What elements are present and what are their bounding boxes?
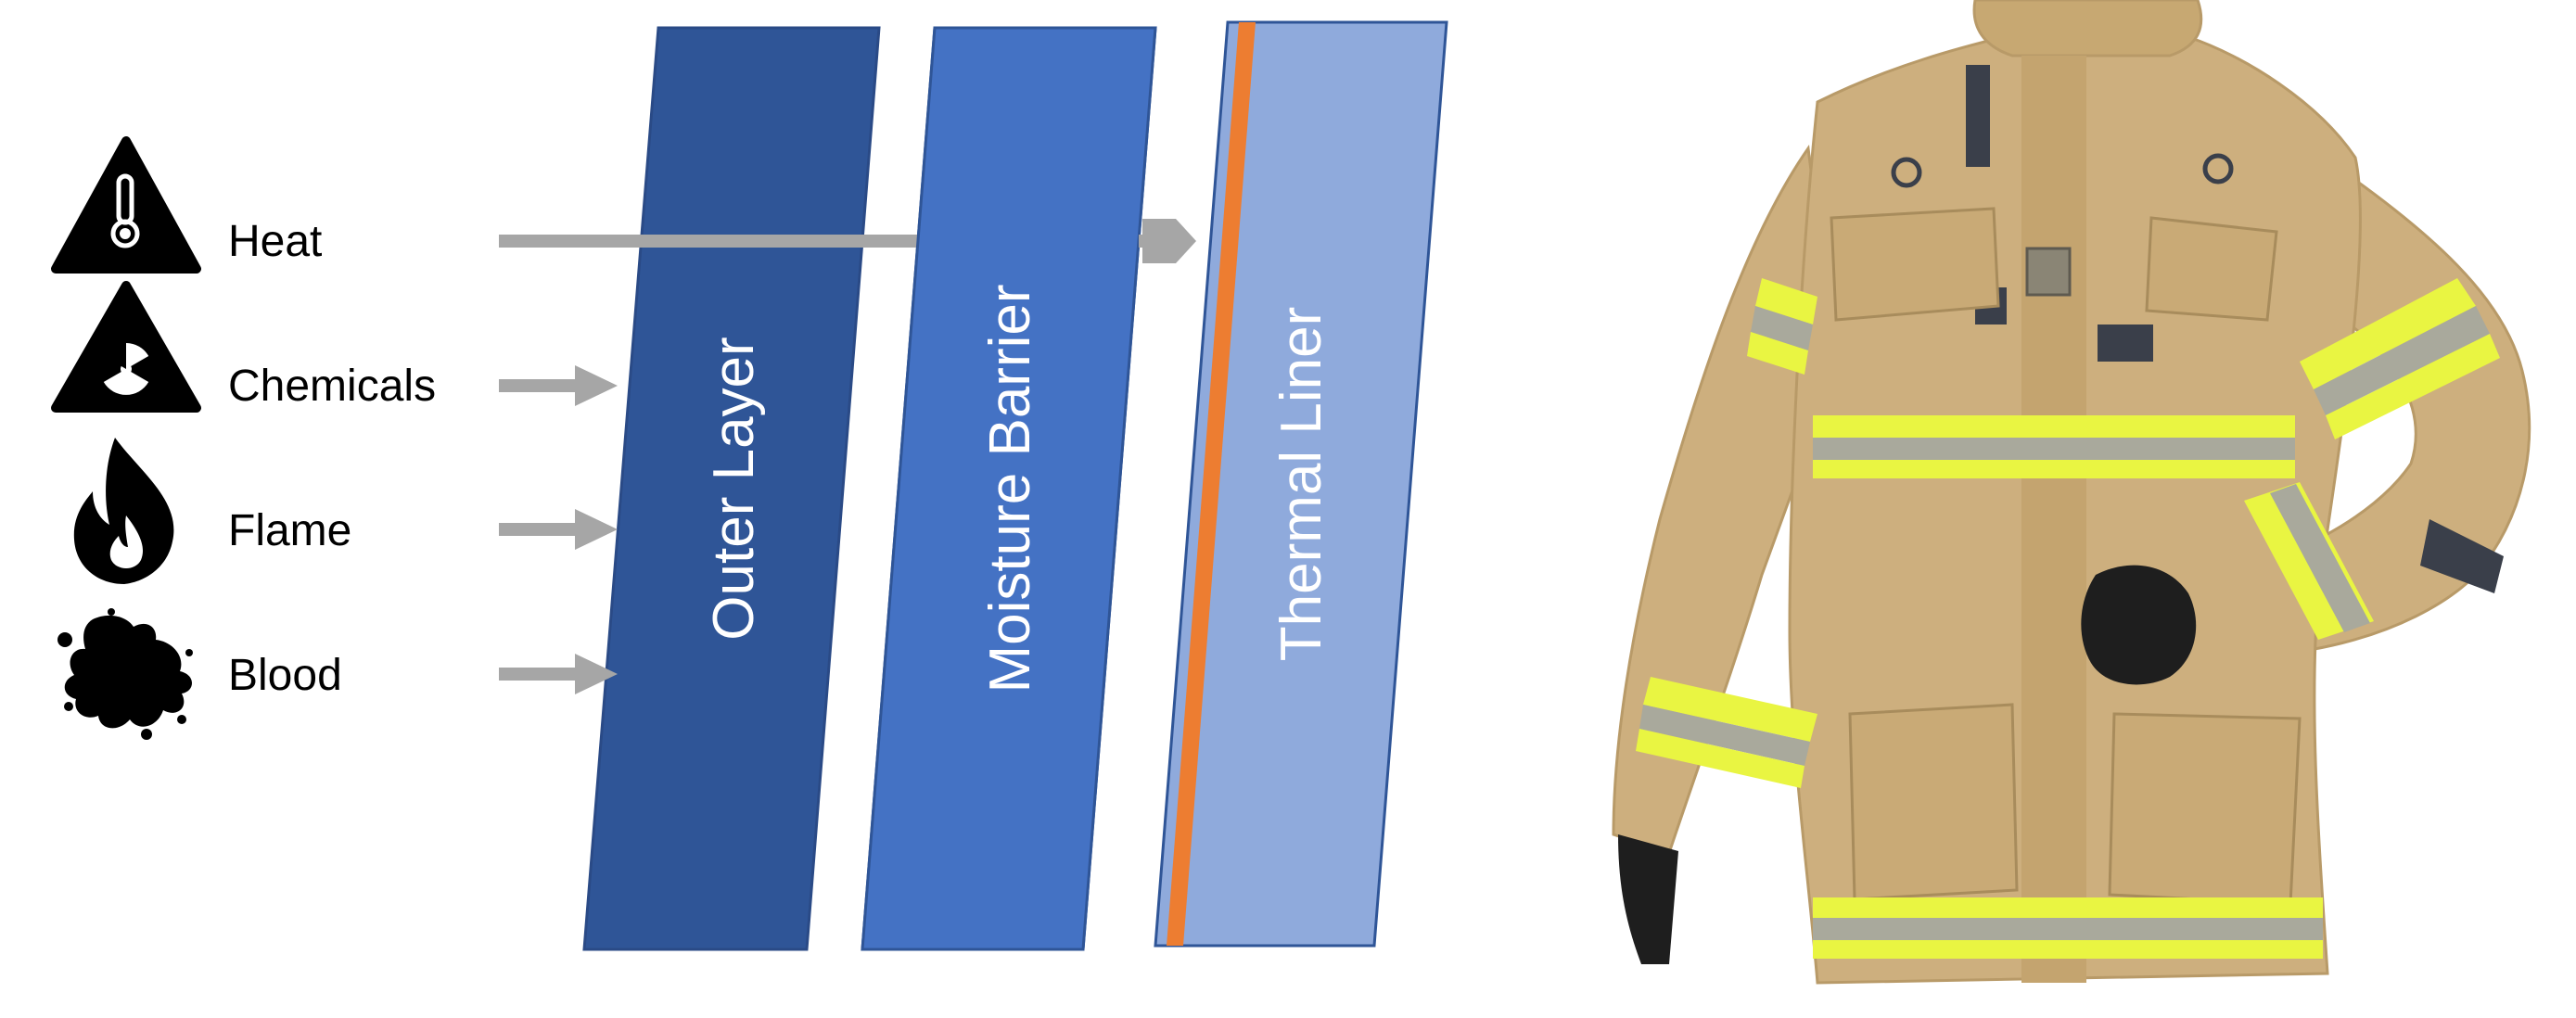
turnout-coat-photo <box>1613 0 2530 983</box>
layer-label-moisture: Moisture Barrier <box>978 285 1042 694</box>
radiation-warning-icon <box>56 286 197 408</box>
heat-arrowhead <box>1142 219 1196 263</box>
layer-label-thermal: Thermal Liner <box>1269 307 1333 661</box>
flame-arrow <box>499 509 618 550</box>
layer-label-outer: Outer Layer <box>702 337 766 640</box>
blood-arrow <box>499 654 618 694</box>
blood-splatter-icon <box>57 608 193 740</box>
hazard-label-flame: Flame <box>228 506 351 555</box>
flame-icon <box>74 438 174 584</box>
hazard-label-heat: Heat <box>228 217 322 266</box>
hazard-label-chemicals: Chemicals <box>228 362 436 411</box>
hazard-label-blood: Blood <box>228 651 342 700</box>
thermometer-warning-icon <box>56 141 197 269</box>
chemicals-arrow <box>499 365 618 406</box>
